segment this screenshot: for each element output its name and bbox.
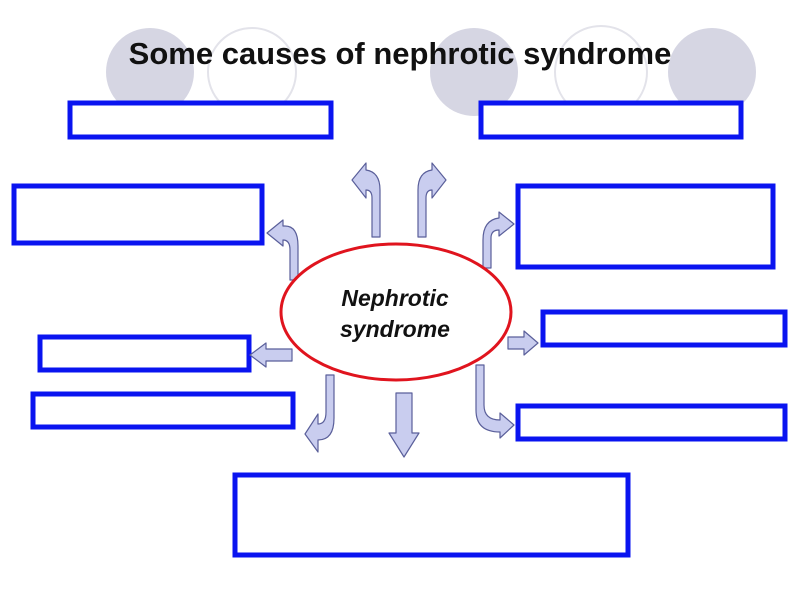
arrow-right-upper xyxy=(482,211,515,269)
arrow-up-right xyxy=(417,162,447,238)
center-label-line1: Nephrotic xyxy=(341,285,449,311)
cause-box-right-lower xyxy=(515,403,788,442)
arrow-down-right xyxy=(475,364,515,439)
center-label: Nephrotic syndrome xyxy=(300,283,490,345)
bg-circle-3 xyxy=(430,28,518,116)
arrow-down-center xyxy=(388,392,420,458)
cause-boxes xyxy=(11,100,788,558)
bg-circle-1 xyxy=(106,28,194,116)
nephrotic-syndrome-ellipse xyxy=(279,242,513,382)
bg-circle-5 xyxy=(668,28,756,116)
center-label-line2: syndrome xyxy=(340,316,450,342)
arrow-left-upper xyxy=(266,219,299,281)
cause-box-bottom xyxy=(232,472,631,558)
background-decoration xyxy=(106,25,756,119)
cause-box-right-middle xyxy=(540,309,788,348)
arrow-right-middle xyxy=(507,330,539,356)
cause-box-left-middle xyxy=(37,334,252,373)
arrow-left-middle xyxy=(249,342,293,368)
cause-box-left-lower xyxy=(30,391,296,430)
slide-title: Some causes of nephrotic syndrome xyxy=(128,36,672,71)
cause-box-left-upper xyxy=(11,183,265,246)
arrow-down-left xyxy=(304,374,335,453)
cause-box-top-left xyxy=(67,100,334,140)
arrow-up-left xyxy=(351,162,381,238)
arrows xyxy=(249,162,539,458)
cause-box-right-upper xyxy=(515,183,776,270)
cause-box-top-right xyxy=(478,100,744,140)
